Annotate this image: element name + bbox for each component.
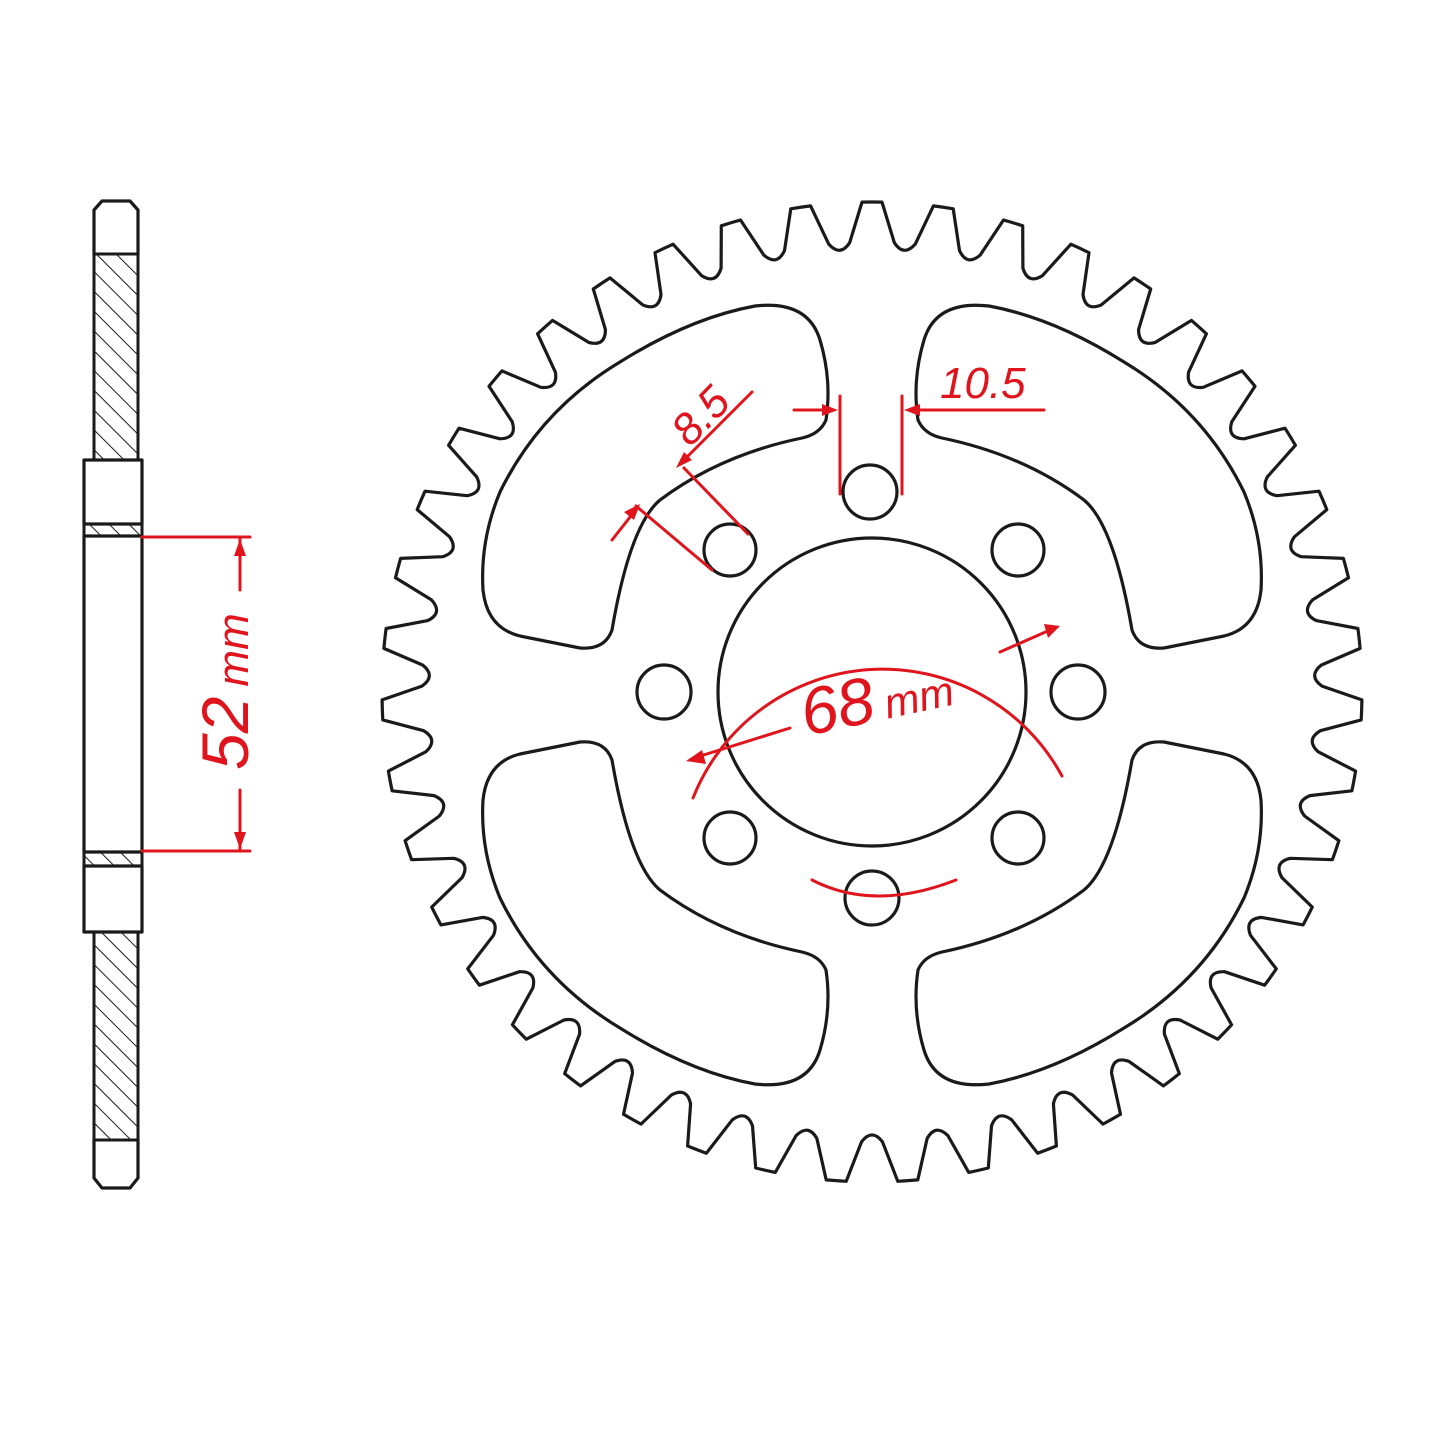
bore-dimension: 52 mm	[140, 535, 262, 853]
bolt-hole-lower-left	[702, 810, 758, 866]
side-profile-lower-hatch	[92, 930, 140, 1142]
bolt-hole-lower-right	[990, 810, 1046, 866]
hub-width-dimension: 10.5	[792, 359, 1046, 496]
bolt-hole-right	[1049, 663, 1107, 721]
bolt-hole-value: 8.5	[662, 377, 740, 455]
side-profile-hub-lower	[82, 864, 144, 934]
bolt-hole-bottom	[843, 869, 901, 927]
cutout-top-left	[481, 303, 830, 650]
pcd-value: 68	[794, 662, 881, 750]
side-profile-upper-hatch	[92, 252, 140, 462]
bolt-hole-left	[635, 663, 693, 721]
cutout-bottom-left	[481, 740, 830, 1087]
svg-text:52mm: 52 mm	[188, 613, 262, 770]
pcd-unit: mm	[880, 667, 958, 728]
cutout-bottom-right	[914, 740, 1263, 1087]
bolt-hole-top	[841, 463, 899, 521]
side-profile	[82, 199, 144, 1190]
svg-text:68mm: 68mm	[794, 645, 959, 749]
side-profile-bore	[82, 534, 144, 854]
bolt-hole-upper-left	[702, 522, 758, 578]
center-bore	[716, 536, 1028, 848]
pcd-dimension: 68mm	[686, 624, 1064, 898]
bore-value: 52	[188, 697, 262, 770]
side-profile-hub-upper	[82, 458, 144, 526]
sprocket-teeth-outline	[380, 200, 1364, 1183]
hub-width-value: 10.5	[940, 359, 1026, 408]
sprocket-front-view	[380, 200, 1364, 1183]
side-profile-lower-thin-hatch	[82, 850, 144, 868]
side-profile-bottom-tip	[92, 1138, 140, 1190]
cutout-top-right	[914, 303, 1263, 650]
bore-unit: mm	[209, 613, 258, 686]
bolt-hole-upper-right	[990, 522, 1046, 578]
side-profile-top-tip	[92, 199, 140, 256]
side-profile-upper-thin-hatch	[82, 522, 144, 538]
